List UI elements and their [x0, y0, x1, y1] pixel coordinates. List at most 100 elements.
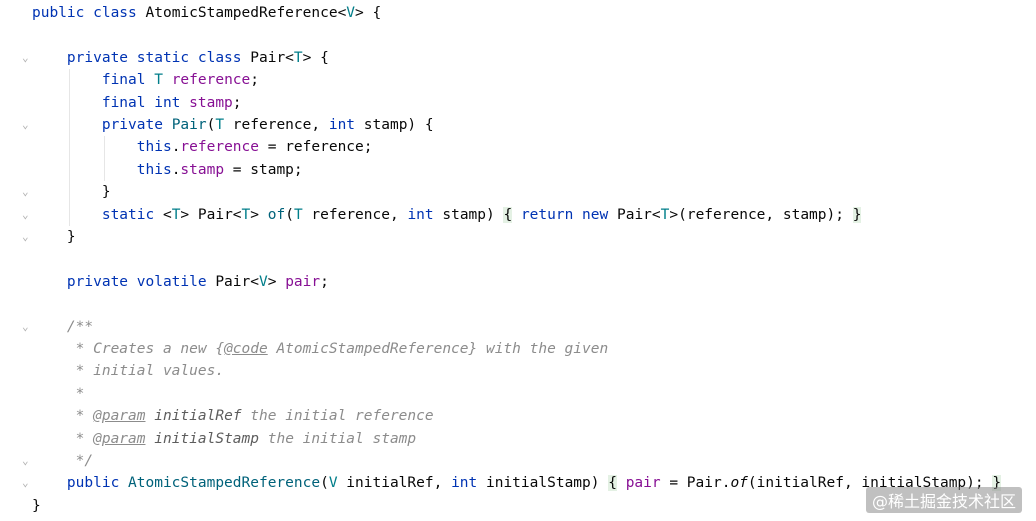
code-line[interactable] — [0, 293, 1036, 315]
code-token: this — [32, 139, 172, 156]
code-text: public AtomicStampedReference(V initialR… — [32, 472, 1002, 494]
code-token: stamp — [189, 94, 233, 111]
code-token: Pair — [171, 117, 207, 133]
code-token: reference — [171, 72, 251, 89]
code-token: = reference; — [259, 139, 373, 156]
code-line[interactable]: ⌄ } — [0, 181, 1036, 203]
code-line[interactable]: final T reference; — [0, 69, 1036, 91]
code-token: } — [32, 184, 111, 201]
code-line[interactable]: } — [0, 495, 1036, 517]
code-token: T — [660, 206, 670, 223]
code-token: >(reference, stamp); — [669, 206, 853, 223]
code-token: private — [32, 117, 172, 133]
code-token: static — [32, 206, 163, 223]
code-line[interactable] — [0, 24, 1036, 46]
code-token: final int — [32, 94, 190, 111]
code-token: the initial reference — [241, 408, 434, 425]
code-text: final T reference; — [32, 69, 259, 91]
code-token: stamp) { — [355, 117, 434, 133]
code-line[interactable]: public class AtomicStampedReference<V> { — [0, 2, 1036, 24]
fold-marker-icon[interactable]: ⌄ — [22, 185, 29, 199]
fold-marker-icon[interactable]: ⌄ — [22, 454, 29, 467]
code-token: T — [215, 117, 225, 133]
code-token: the initial stamp — [259, 430, 417, 447]
code-token: @param — [93, 430, 146, 447]
code-token: = stamp; — [224, 161, 303, 178]
code-token — [512, 207, 521, 223]
code-text: * @param initialStamp the initial stamp — [32, 428, 417, 450]
code-text: } — [32, 226, 76, 248]
code-token: < — [162, 206, 172, 223]
code-line[interactable]: * — [0, 383, 1036, 405]
code-token: } — [852, 206, 862, 223]
code-token: * — [32, 408, 94, 425]
code-text: } — [32, 181, 111, 203]
code-text: final int stamp; — [32, 92, 242, 114]
code-line[interactable]: ⌄ private static class Pair<T> { — [0, 47, 1036, 69]
code-text: */ — [32, 450, 93, 472]
code-token: of — [267, 206, 286, 223]
code-token: initialStamp) — [477, 475, 609, 492]
fold-marker-icon[interactable]: ⌄ — [22, 230, 29, 243]
code-line[interactable]: private volatile Pair<V> pair; — [0, 271, 1036, 293]
code-token: final — [32, 72, 155, 89]
indent-guide — [103, 136, 105, 182]
fold-marker-icon[interactable]: ⌄ — [22, 319, 29, 333]
code-text: private Pair(T reference, int stamp) { — [32, 114, 434, 136]
code-text: * Creates a new {@code AtomicStampedRefe… — [32, 338, 609, 360]
code-line[interactable]: ⌄ static <T> Pair<T> of(T reference, int… — [0, 204, 1036, 226]
code-token: T — [293, 206, 303, 223]
code-token — [146, 408, 155, 424]
code-token: AtomicStampedReference — [145, 5, 338, 21]
code-line[interactable]: * @param initialRef the initial referenc… — [0, 405, 1036, 427]
code-text: * @param initialRef the initial referenc… — [32, 405, 434, 427]
code-line[interactable]: * Creates a new {@code AtomicStampedRefe… — [0, 338, 1036, 360]
code-token: ; — [320, 273, 329, 290]
code-token: ; — [232, 94, 242, 111]
code-token: . — [171, 139, 181, 156]
code-token: ( — [206, 117, 216, 133]
code-token: int — [328, 117, 356, 133]
code-line[interactable]: this.reference = reference; — [0, 136, 1036, 158]
code-token: > { — [302, 49, 329, 66]
code-token: T — [241, 206, 251, 223]
code-token: pair — [625, 475, 661, 492]
code-line[interactable]: * @param initialStamp the initial stamp — [0, 428, 1036, 450]
code-line[interactable] — [0, 248, 1036, 270]
fold-marker-icon[interactable]: ⌄ — [22, 207, 29, 221]
code-token: > — [250, 206, 268, 223]
code-token: this — [32, 161, 172, 178]
fold-marker-icon[interactable]: ⌄ — [22, 476, 29, 490]
code-token: stamp — [180, 161, 225, 178]
code-token: < — [337, 5, 347, 21]
code-token: /** — [32, 318, 94, 335]
code-token: int — [451, 475, 478, 492]
fold-marker-icon[interactable]: ⌄ — [22, 50, 29, 64]
code-text: private volatile Pair<V> pair; — [32, 271, 329, 293]
code-token: public — [32, 475, 129, 492]
code-token: AtomicStampedReference} with the given — [267, 341, 609, 357]
code-line[interactable]: this.stamp = stamp; — [0, 159, 1036, 181]
code-token — [617, 475, 626, 491]
code-line[interactable]: * initial values. — [0, 360, 1036, 382]
code-text: private static class Pair<T> { — [32, 47, 329, 69]
code-token: public class — [32, 5, 146, 21]
code-token: return new — [520, 206, 617, 223]
fold-marker-icon[interactable]: ⌄ — [22, 118, 29, 131]
code-text: /** — [32, 316, 93, 338]
code-token: @param — [93, 408, 146, 425]
code-line[interactable]: final int stamp; — [0, 92, 1036, 114]
code-token: } — [992, 475, 1002, 492]
code-line[interactable]: ⌄ */ — [0, 450, 1036, 472]
code-line[interactable]: ⌄ } — [0, 226, 1036, 248]
code-token: initialStamp — [154, 430, 259, 447]
indent-guide — [68, 69, 70, 226]
code-line[interactable]: ⌄ private Pair(T reference, int stamp) { — [0, 114, 1036, 136]
code-token: } — [32, 497, 41, 514]
code-token: T — [293, 49, 303, 66]
code-token: = Pair. — [660, 475, 731, 492]
code-line[interactable]: ⌄ /** — [0, 316, 1036, 338]
code-token: > — [267, 273, 286, 290]
code-token: > { — [355, 5, 382, 21]
